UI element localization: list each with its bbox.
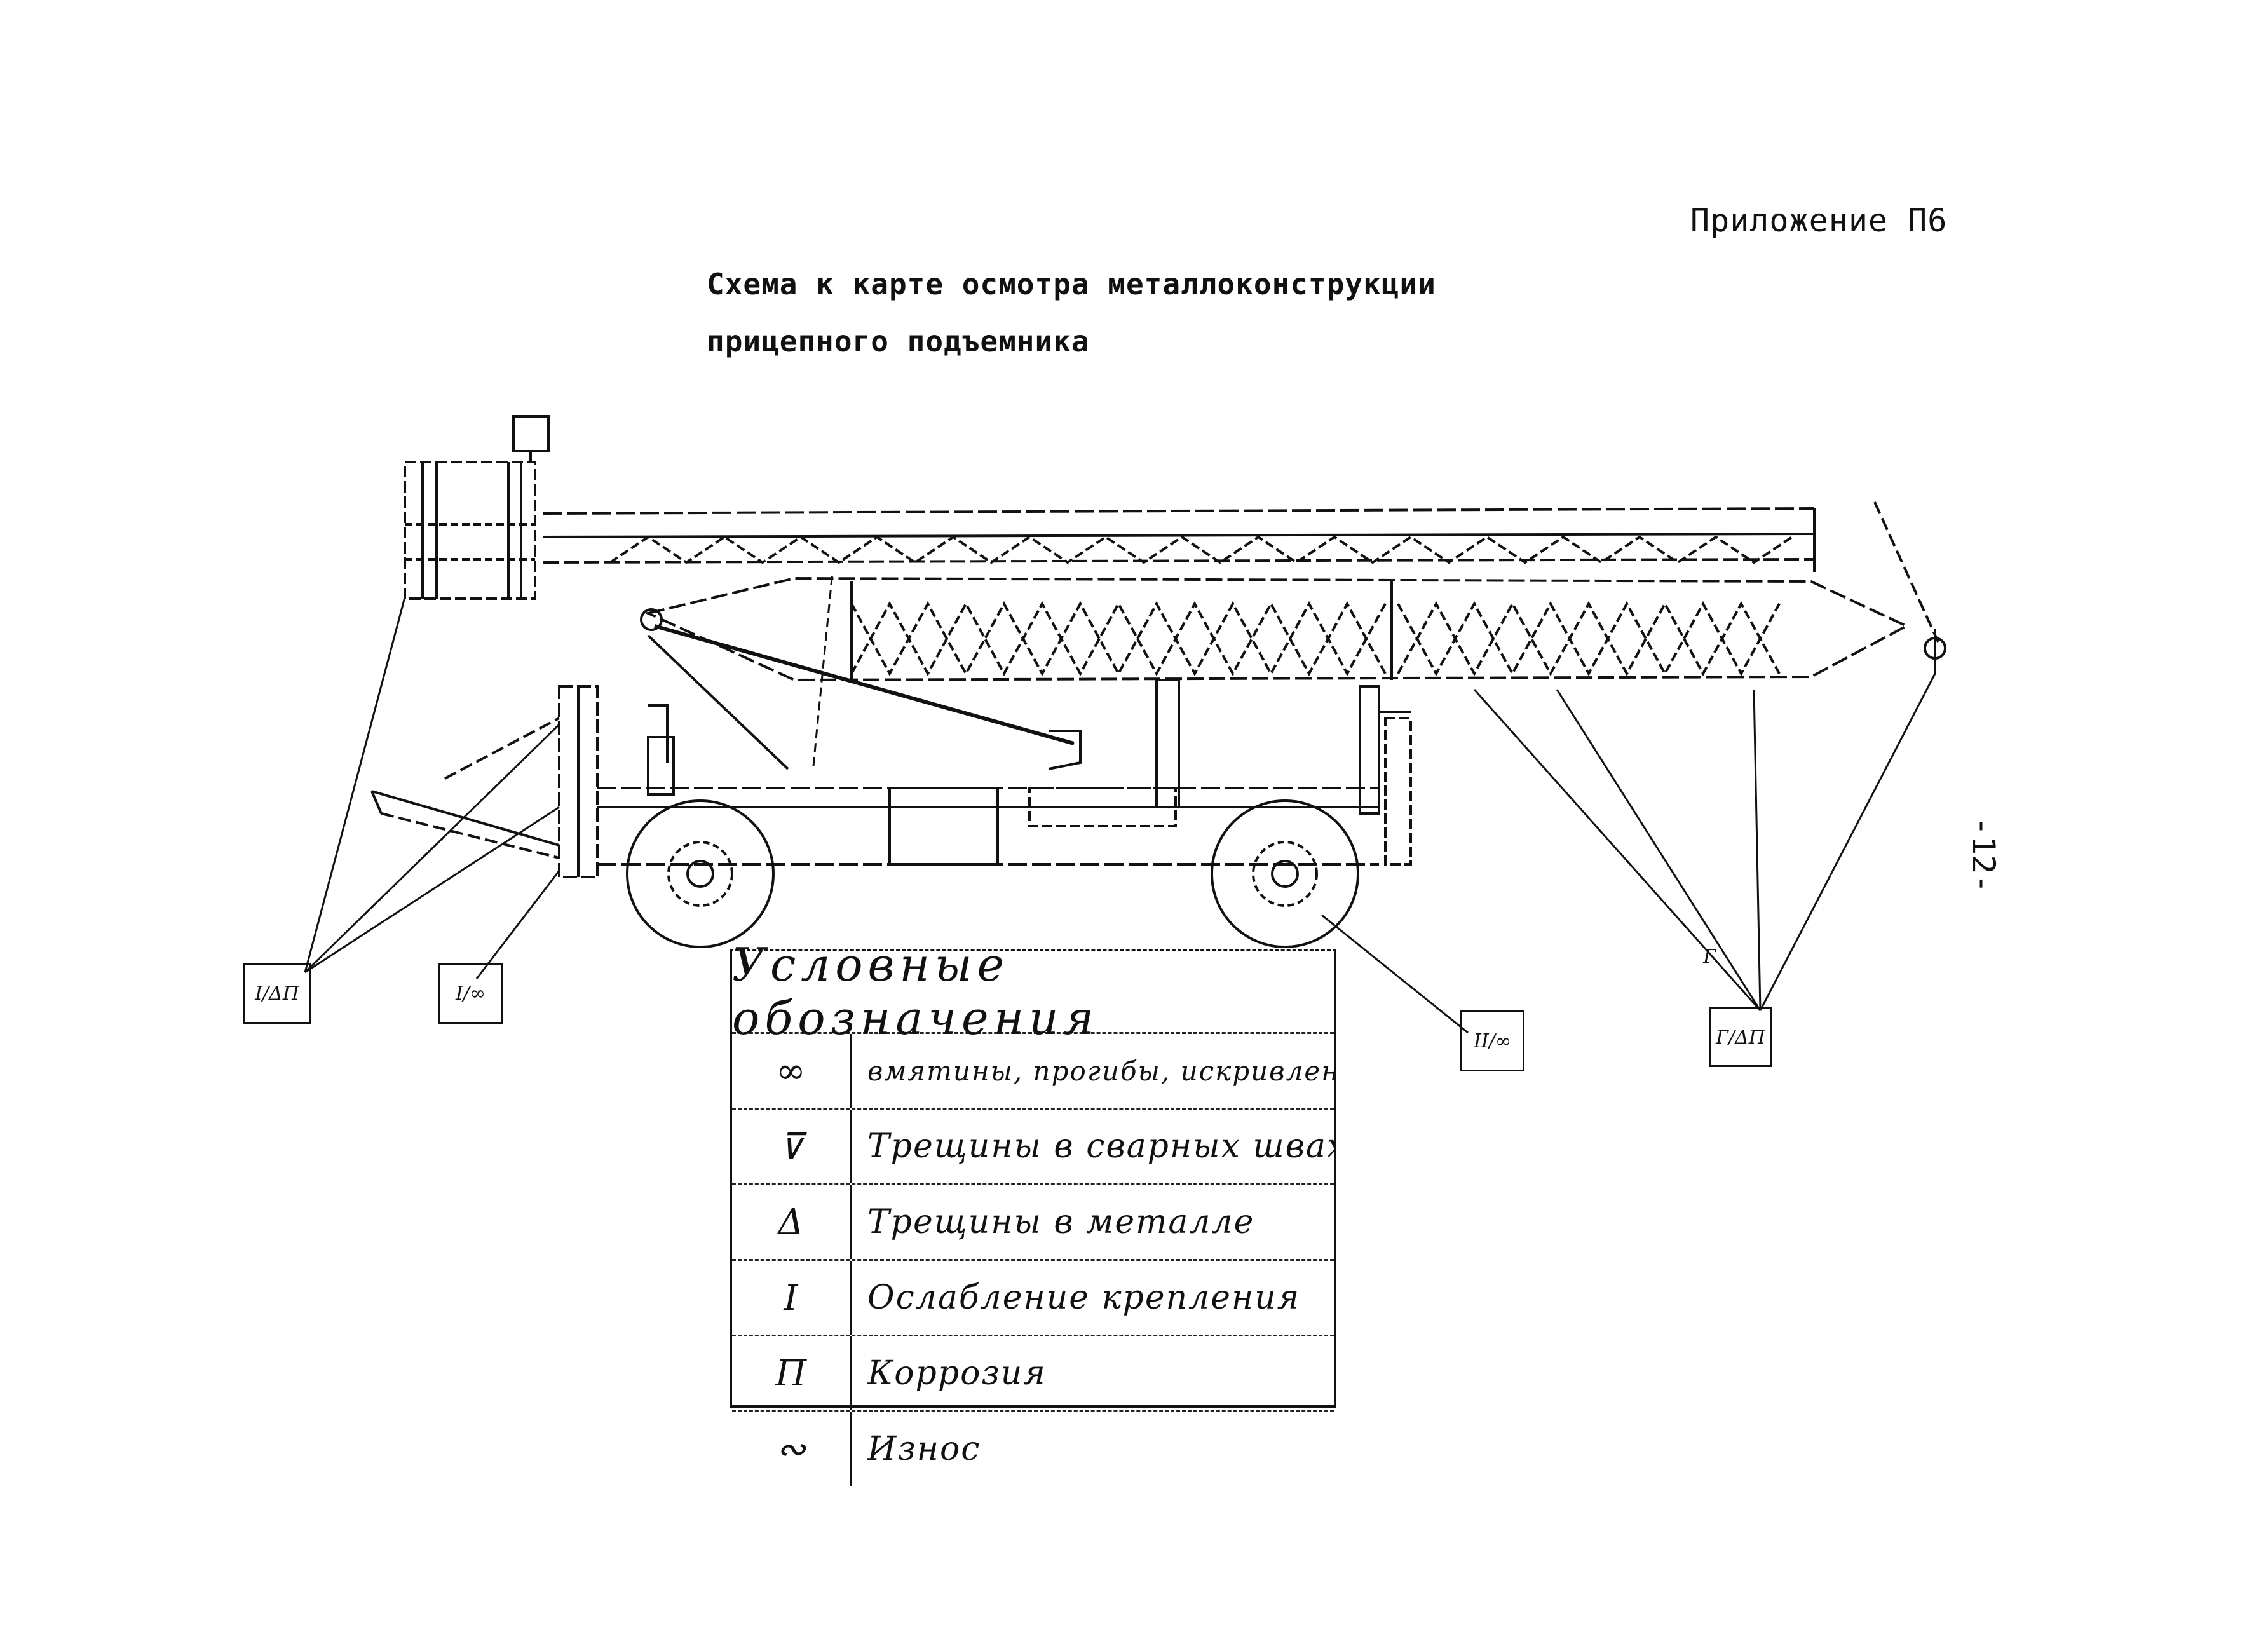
hydraulic-cylinder (647, 624, 1082, 770)
legend-symbol: П (732, 1336, 852, 1410)
tow-bar (370, 717, 560, 859)
legend-symbol: ⊽ (732, 1110, 852, 1183)
legend-description: вмятины, прогибы, искривления (867, 1055, 1334, 1087)
document-title-line-1: Схема к карте осмотра металлоконструкции (707, 267, 1436, 301)
front-wheel (1211, 799, 1359, 948)
legend-description: Износ (867, 1430, 981, 1468)
trailer-chassis (558, 679, 1412, 878)
legend-description: Коррозия (867, 1354, 1047, 1392)
callout-tag-towbar: I/∞ (438, 963, 503, 1024)
legend-symbol: ∾ (732, 1412, 852, 1486)
legend-row: ∞ вмятины, прогибы, искривления (732, 1034, 1334, 1110)
legend-symbol: Δ (732, 1185, 852, 1259)
platform-basket (404, 415, 550, 600)
legend-row: ⊽ Трещины в сварных швах (732, 1110, 1334, 1185)
document-title-line-2: прицепного подъемника (707, 324, 1090, 358)
legend-symbol: I (732, 1261, 852, 1335)
legend-row: П Коррозия (732, 1336, 1334, 1412)
legend-description: Трещины в металле (867, 1203, 1255, 1241)
upper-boom (543, 501, 1939, 643)
legend-header: Условные обозначения (732, 938, 1334, 1045)
legend-symbol: ∞ (732, 1034, 852, 1108)
legend-row: Δ Трещины в металле (732, 1185, 1334, 1261)
callout-tag-boom: Г/ΔΠ (1709, 1007, 1772, 1067)
legend-table: Условные обозначения ∞ вмятины, прогибы,… (730, 938, 1336, 1486)
legend-description: Трещины в сварных швах (867, 1127, 1334, 1166)
legend-row: ∾ Износ (732, 1412, 1334, 1486)
legend-description: Ослабление крепления (867, 1279, 1301, 1317)
callout-tag-front-wheel: II/∞ (1460, 1010, 1524, 1071)
callout-leaders (304, 571, 1936, 1034)
legend-row: I Ослабление крепления (732, 1261, 1334, 1336)
lower-boom (640, 576, 1946, 682)
appendix-label: Приложение П6 (1690, 202, 1948, 239)
rear-wheel (626, 799, 775, 948)
callout-tag-left: I/ΔΠ (243, 963, 311, 1024)
